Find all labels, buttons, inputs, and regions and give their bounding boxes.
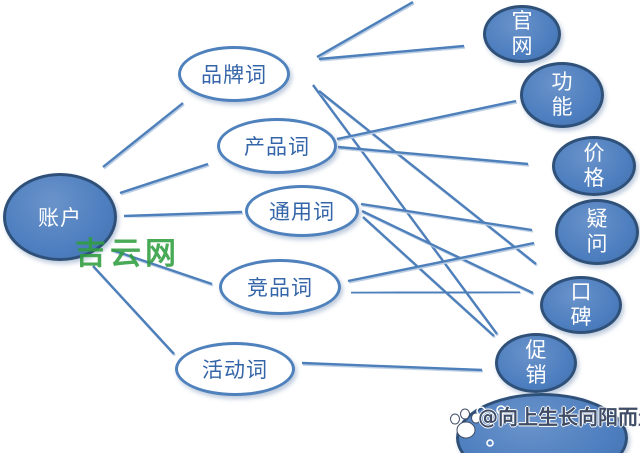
node-question: 疑问: [555, 199, 639, 265]
node-product-words: 产品词: [217, 118, 337, 174]
node-label: 官网: [511, 8, 533, 58]
connector-line: [361, 209, 534, 295]
connector-line: [336, 99, 517, 141]
node-label: 活动词: [202, 358, 268, 382]
node-account: 账户: [3, 173, 117, 261]
node-label: 账户: [38, 206, 82, 230]
node-official-site: 官网: [483, 5, 561, 63]
node-label: 产品词: [244, 135, 310, 159]
bottom-watermark: @向上生长向阳而生: [478, 405, 640, 429]
connector-line: [347, 241, 535, 283]
node-label: 品牌词: [201, 63, 267, 87]
node-brand-words: 品牌词: [178, 46, 290, 102]
connector-line: [337, 145, 529, 166]
node-label: 口碑: [570, 279, 592, 329]
connector-line: [360, 202, 533, 232]
node-generic-words: 通用词: [245, 185, 359, 237]
node-label: 功能: [551, 69, 573, 119]
connector-line: [123, 210, 243, 218]
node-label: 促销: [525, 337, 547, 387]
node-label: 疑问: [586, 206, 608, 256]
node-price: 价格: [552, 136, 636, 196]
connector-line: [92, 265, 175, 355]
connector-line: [362, 216, 495, 337]
node-activity-words: 活动词: [175, 342, 295, 396]
node-label: 通用词: [269, 200, 335, 224]
node-word-of-mouth: 口碑: [540, 276, 622, 334]
connector-line: [318, 44, 465, 61]
node-label: 价格: [583, 140, 605, 190]
connector-line: [316, 0, 414, 59]
node-competitor-words: 竞品词: [219, 259, 341, 315]
node-label: 竞品词: [247, 276, 313, 300]
connector-line: [350, 290, 521, 295]
connector-line: [301, 361, 483, 372]
connector-line: [119, 162, 209, 195]
connector-line: [102, 102, 184, 168]
node-function: 功能: [520, 62, 604, 128]
node-promotion: 促销: [495, 333, 577, 393]
green-watermark: 吉云网: [75, 236, 180, 272]
connector-line: [318, 90, 537, 265]
